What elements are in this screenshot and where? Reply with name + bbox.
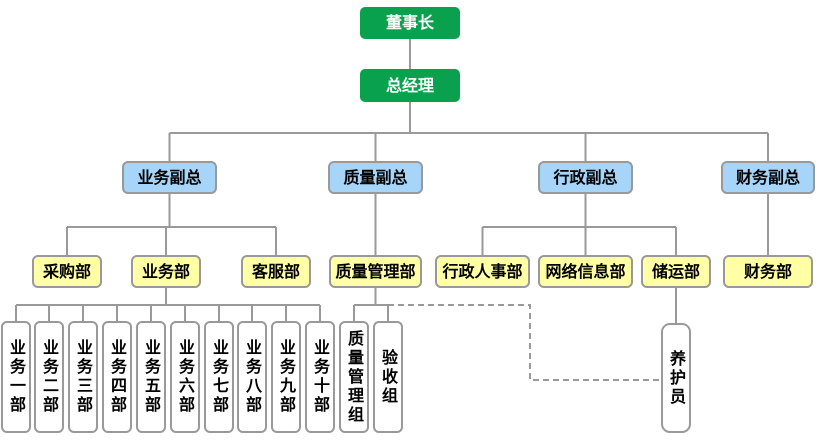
node-team-acceptance-group: 验收组 (373, 321, 403, 433)
node-team-business-7: 业务七部 (204, 321, 234, 433)
node-team-business-2: 业务二部 (34, 321, 64, 433)
node-vp-finance: 财务副总 (721, 161, 815, 194)
node-vp-business: 业务副总 (122, 161, 217, 194)
node-chairman: 董事长 (360, 7, 460, 39)
node-team-business-3: 业务三部 (68, 321, 98, 433)
node-dept-storage-transport: 储运部 (641, 255, 711, 288)
node-team-quality-group: 质量管理组 (339, 321, 369, 433)
node-dept-finance: 财务部 (723, 255, 813, 288)
dashed-connector (388, 304, 661, 381)
node-team-business-6: 业务六部 (170, 321, 200, 433)
node-dept-customer-service: 客服部 (241, 255, 311, 288)
node-dept-admin-hr: 行政人事部 (435, 255, 530, 288)
node-team-business-1: 业务一部 (1, 321, 31, 433)
node-dept-network-info: 网络信息部 (538, 255, 633, 288)
node-dept-quality-mgmt: 质量管理部 (329, 255, 422, 288)
node-team-business-8: 业务八部 (237, 321, 267, 433)
node-dept-purchasing: 采购部 (32, 255, 102, 288)
node-team-business-9: 业务九部 (271, 321, 301, 433)
node-vp-quality: 质量副总 (328, 161, 423, 194)
node-team-business-10: 业务十部 (305, 321, 335, 433)
node-team-business-4: 业务四部 (102, 321, 132, 433)
node-team-business-5: 业务五部 (136, 321, 166, 433)
node-team-maintenance-staff: 养护员 (661, 323, 691, 433)
node-dept-business: 业务部 (131, 255, 201, 288)
solid-connectors (15, 39, 769, 323)
node-general-manager: 总经理 (360, 69, 460, 102)
node-vp-admin: 行政副总 (538, 161, 633, 194)
